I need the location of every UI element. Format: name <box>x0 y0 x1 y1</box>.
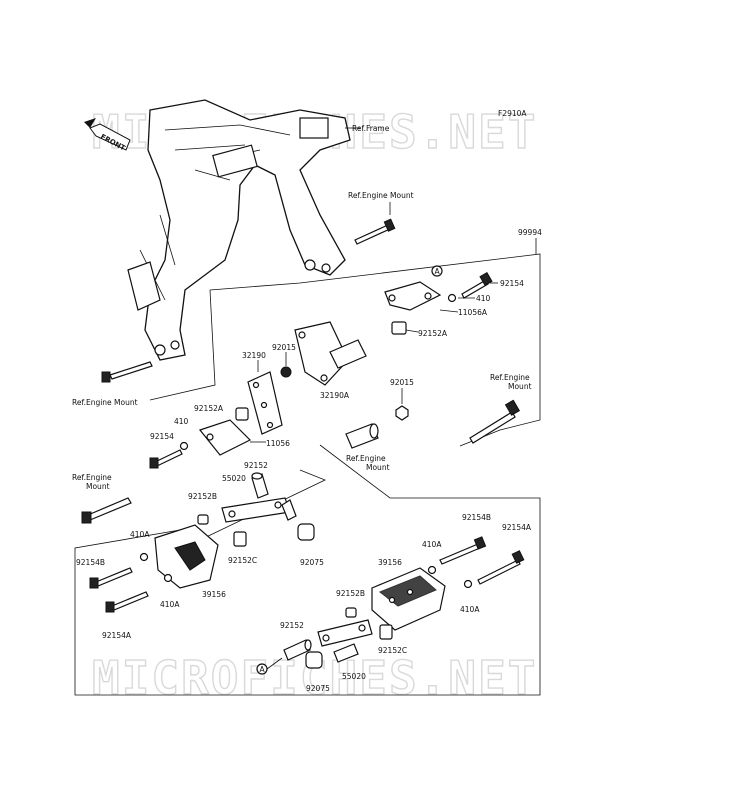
engine-mount-bolt-left <box>101 361 153 383</box>
washer-410-top <box>447 293 457 303</box>
collar-92152B-left <box>197 514 209 525</box>
label-39156-right: 39156 <box>378 558 402 567</box>
washer-410A-left <box>139 552 149 562</box>
label-ref-engine-mount-4b: Mount <box>508 382 532 391</box>
slider-39156-right <box>371 567 446 631</box>
label-92154A-right: 92154A <box>502 523 532 532</box>
spacer-92075-right <box>305 651 323 669</box>
plate-55020-left <box>221 497 291 523</box>
washer-410A-right <box>427 565 437 575</box>
label-92152B-left: 92152B <box>188 492 217 501</box>
label-92152C-right: 92152C <box>378 646 407 655</box>
label-ref-engine-mount-5b: Mount <box>86 482 110 491</box>
label-92152B-right: 92152B <box>336 589 365 598</box>
frame-illustration <box>127 99 351 361</box>
collar-92152B-right <box>345 607 357 618</box>
label-ref-engine-mount-1: Ref.Engine Mount <box>348 191 414 200</box>
label-ref-frame: Ref.Frame <box>352 124 390 133</box>
label-55020-right: 55020 <box>342 672 366 681</box>
bracket-32190A <box>294 321 367 386</box>
callout-a-top <box>431 265 443 277</box>
label-ref-engine-mount-2: Ref.Engine Mount <box>72 398 138 407</box>
spacer-engine-mount <box>345 423 379 449</box>
label-55020-left: 55020 <box>222 474 246 483</box>
label-99994: 99994 <box>518 228 542 237</box>
engine-mount-bolt-top <box>354 218 396 245</box>
label-410-top: 410 <box>476 294 491 303</box>
bracket-11056 <box>198 419 252 456</box>
bolt-92154B-left <box>89 567 133 589</box>
callout-a-bottom-label: A <box>260 665 266 674</box>
label-11056A: 11056A <box>458 308 488 317</box>
label-92152-left: 92152 <box>244 461 268 470</box>
label-32190A: 32190A <box>320 391 350 400</box>
washer-410A-left-2 <box>163 573 173 583</box>
bracket-11056A <box>384 281 442 311</box>
label-410-left: 410 <box>174 417 189 426</box>
bolt-92154A-left <box>105 591 149 613</box>
callout-a-top-label: A <box>435 267 441 276</box>
plate-32190 <box>247 371 283 435</box>
label-410A-left: 410A <box>130 530 150 539</box>
label-92152-right: 92152 <box>280 621 304 630</box>
label-92154-top: 92154 <box>500 279 524 288</box>
label-ref-engine-mount-3b: Mount <box>366 463 390 472</box>
collar-92152C-left <box>233 531 247 547</box>
spacer-92075-left <box>297 523 315 541</box>
label-32190: 32190 <box>242 351 266 360</box>
label-ref-engine-mount-5a: Ref.Engine <box>72 473 112 482</box>
engine-mount-bolt-right <box>469 399 521 444</box>
label-92075-left: 92075 <box>300 558 324 567</box>
label-92015-a: 92015 <box>272 343 296 352</box>
nut-92015-b <box>395 405 409 421</box>
plate-55020-right <box>317 619 373 647</box>
bolt-92154-top <box>461 271 493 299</box>
washer-410-left <box>179 441 189 451</box>
label-92075-right: 92075 <box>306 684 330 693</box>
washer-410A-right-2 <box>463 579 473 589</box>
slider-39156-left <box>154 524 219 589</box>
diagram-code: F2910A <box>498 109 527 118</box>
label-11056: 11056 <box>266 439 290 448</box>
collar-92152A-left <box>235 407 249 421</box>
label-ref-engine-mount-4a: Ref.Engine <box>490 373 530 382</box>
bolt-92154-left <box>149 449 183 469</box>
label-92154B-left: 92154B <box>76 558 105 567</box>
label-92152A-top: 92152A <box>418 329 448 338</box>
label-92015-b: 92015 <box>390 378 414 387</box>
collar-92152-left <box>251 472 269 499</box>
collar-92152A-top <box>391 321 407 335</box>
label-92154B-right: 92154B <box>462 513 491 522</box>
label-39156-left: 39156 <box>202 590 226 599</box>
bolt-92154A-right <box>477 550 525 585</box>
label-92152A-left: 92152A <box>194 404 224 413</box>
bolt-92154B-right <box>439 536 487 565</box>
label-410A-left2: 410A <box>160 600 180 609</box>
collar-92152-right <box>283 639 312 661</box>
label-410A-right2: 410A <box>460 605 480 614</box>
collar-92152C-right <box>379 624 393 640</box>
label-410A-right: 410A <box>422 540 442 549</box>
label-92152C-left: 92152C <box>228 556 257 565</box>
label-ref-engine-mount-3a: Ref.Engine <box>346 454 386 463</box>
engine-mount-bolt-left-2 <box>81 497 132 524</box>
pin-right <box>333 643 359 663</box>
label-92154A-left: 92154A <box>102 631 132 640</box>
label-92154-left: 92154 <box>150 432 174 441</box>
nut-92015-a <box>280 366 292 378</box>
